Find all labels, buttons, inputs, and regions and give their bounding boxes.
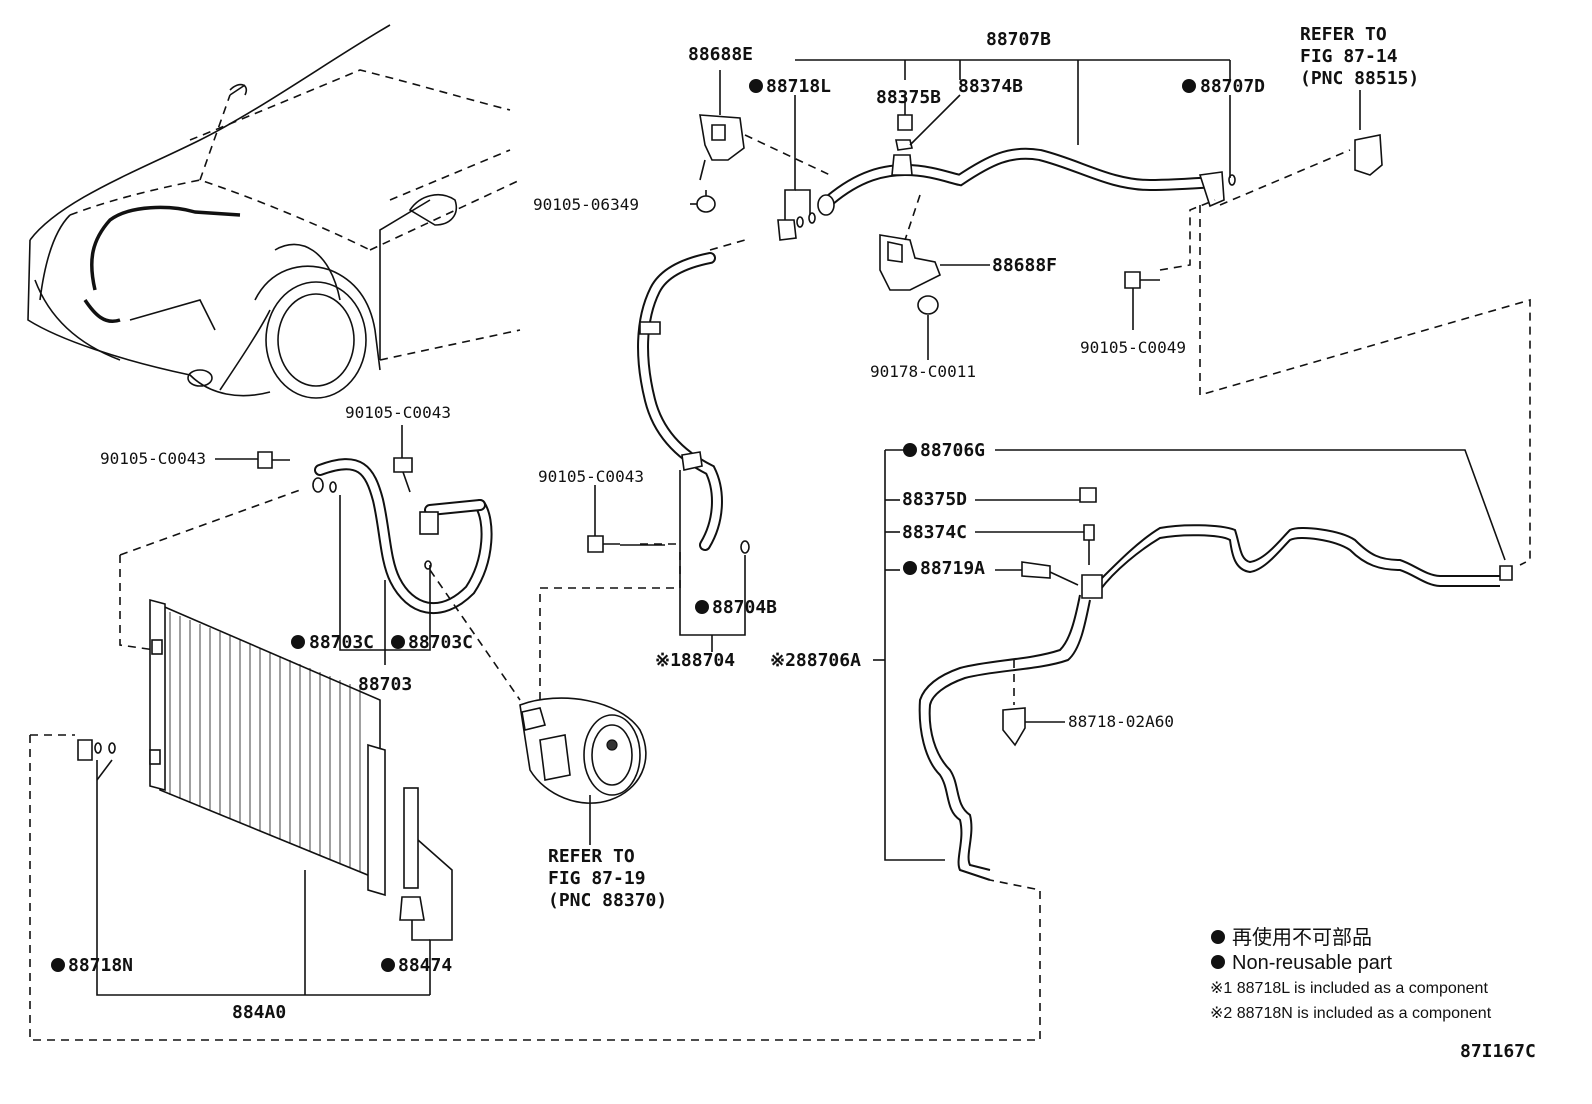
refer-to-fig-87-14-line2: FIG 87-14 (1300, 46, 1398, 67)
label-88707D: 88707D (1200, 76, 1265, 97)
label-90105-C0049: 90105-C0049 (1080, 338, 1186, 357)
label-88374B: 88374B (958, 76, 1023, 97)
label-88718L: 88718L (766, 76, 831, 97)
legend: 再使用不可部品 Non-reusable part ※1 88718L is i… (1210, 926, 1492, 1022)
non-reusable-dot (749, 79, 763, 93)
refer-to-fig-87-14-line1: REFER TO (1300, 24, 1387, 45)
label-88704B: 88704B (712, 597, 777, 618)
legend-note-2: ※2 88718N is included as a component (1210, 1005, 1492, 1022)
refer-to-fig-87-14-line3: (PNC 88515) (1300, 68, 1419, 89)
label-90105-C0043-mid: 90105-C0043 (538, 467, 644, 486)
label-90105-C0043-left: 90105-C0043 (100, 449, 206, 468)
label-88718-02A60: 88718-02A60 (1068, 712, 1174, 731)
label-88375B: 88375B (876, 87, 941, 108)
non-reusable-dot (903, 561, 917, 575)
label-88688F: 88688F (992, 255, 1057, 276)
label-88706A: ※288706A (770, 650, 861, 671)
non-reusable-dot (291, 635, 305, 649)
label-88706G: 88706G (920, 440, 985, 461)
figure-id: 87I167C (1460, 1041, 1536, 1062)
label-90105-C0043-top: 90105-C0043 (345, 403, 451, 422)
label-88703: 88703 (358, 674, 412, 695)
label-884A0: 884A0 (232, 1002, 286, 1023)
compressor (519, 548, 681, 845)
label-88703C-left: 88703C (309, 632, 374, 653)
label-88474: 88474 (398, 955, 452, 976)
non-reusable-dot (695, 600, 709, 614)
non-reusable-dot (391, 635, 405, 649)
refer-to-fig-87-19-line2: FIG 87-19 (548, 868, 646, 889)
non-reusable-dot (1182, 79, 1196, 93)
label-88375D: 88375D (902, 489, 967, 510)
pipe-88706A (873, 449, 1513, 881)
pipe-88707B (690, 59, 1531, 566)
label-88718N: 88718N (68, 955, 133, 976)
non-reusable-dot (903, 443, 917, 457)
label-88703C-right: 88703C (408, 632, 473, 653)
legend-en: Non-reusable part (1232, 952, 1393, 974)
legend-dot-icon (1211, 955, 1225, 969)
label-90178-C0011: 90178-C0011 (870, 362, 976, 381)
refer-to-fig-87-19-line3: (PNC 88370) (548, 890, 667, 911)
receiver-tank (403, 787, 419, 889)
label-90105-06349: 90105-06349 (533, 195, 639, 214)
desiccant-cap (399, 896, 425, 921)
refer-to-fig-87-19-line1: REFER TO (548, 846, 635, 867)
part-labels: 88707B 88688E 88718L 88375B 88374B 88707… (51, 24, 1419, 1023)
legend-jp: 再使用不可部品 (1232, 926, 1372, 949)
condenser-group (29, 489, 1041, 1041)
car-illustration (27, 24, 521, 399)
non-reusable-dot (381, 958, 395, 972)
suction-hose-88704 (587, 239, 750, 652)
label-88374C: 88374C (902, 522, 967, 543)
label-88704: ※188704 (655, 650, 735, 671)
label-88719A: 88719A (920, 558, 985, 579)
discharge-hose-88703 (215, 425, 521, 701)
label-88688E: 88688E (688, 44, 753, 65)
non-reusable-dot (51, 958, 65, 972)
legend-note-1: ※1 88718L is included as a component (1210, 980, 1488, 997)
label-88707B: 88707B (986, 29, 1051, 50)
legend-dot-icon (1211, 930, 1225, 944)
